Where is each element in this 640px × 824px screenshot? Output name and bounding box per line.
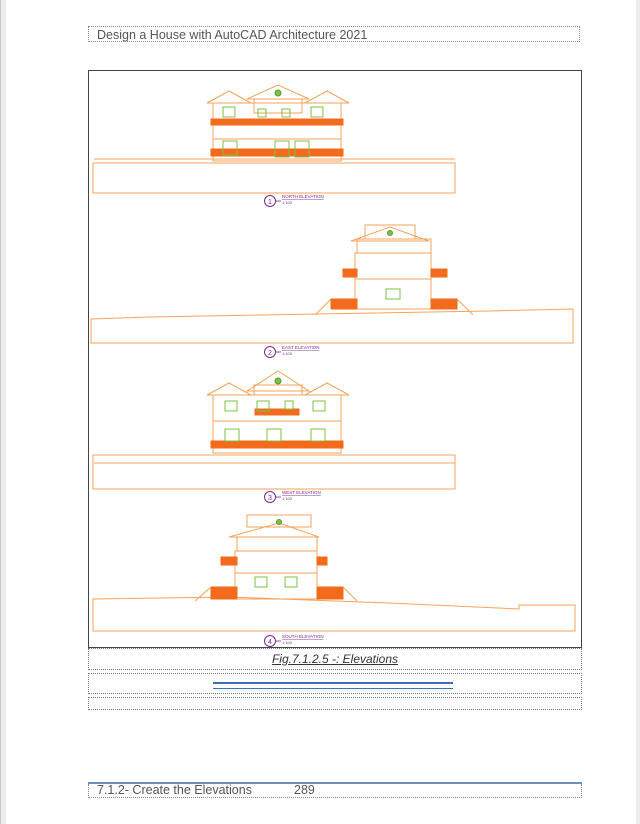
header-title: Design a House with AutoCAD Architecture… <box>97 28 368 42</box>
elevation-number: 1 <box>268 199 272 206</box>
elevation-number: 4 <box>268 639 272 646</box>
page-number: 289 <box>294 783 315 797</box>
separator-row <box>88 673 582 694</box>
elevation-label-4: 4 SOUTH ELEVATION 1:100 <box>264 634 324 647</box>
figure-caption-row: Fig.7.1.2.5 -: Elevations <box>88 648 582 670</box>
elevation-label-2: 2 EAST ELEVATION 1:100 <box>264 345 320 358</box>
south-elevation-drawing <box>92 514 576 632</box>
elevations-drawing: 1 NORTH ELEVATION 1:100 2 EAST ELEVATION… <box>90 84 576 647</box>
elevation-scale: 1:100 <box>282 496 293 501</box>
footer-section-title: 7.1.2- Create the Elevations <box>97 783 252 797</box>
elevation-scale: 1:100 <box>282 351 293 356</box>
empty-table-row <box>88 697 582 710</box>
elevation-name: NORTH ELEVATION <box>282 194 324 199</box>
elevations-figure: 1 NORTH ELEVATION 1:100 2 EAST ELEVATION… <box>88 70 582 648</box>
elevation-number: 2 <box>268 350 272 357</box>
page-footer: 7.1.2- Create the Elevations 289 <box>88 783 582 798</box>
elevation-name: EAST ELEVATION <box>282 345 320 350</box>
elevation-label-3: 3 WEST ELEVATION 1:100 <box>264 490 321 503</box>
west-elevation-drawing <box>92 370 456 490</box>
viewer-edge <box>0 0 1 824</box>
double-rule <box>213 682 453 689</box>
east-elevation-drawing <box>90 224 574 344</box>
footer-rule <box>88 782 582 784</box>
page-header: Design a House with AutoCAD Architecture… <box>88 26 580 42</box>
elevation-scale: 1:100 <box>282 640 293 645</box>
figure-caption: Fig.7.1.2.5 -: Elevations <box>271 652 399 666</box>
elevation-name: SOUTH ELEVATION <box>282 634 324 639</box>
header-rule <box>88 41 580 42</box>
elevation-name: WEST ELEVATION <box>282 490 321 495</box>
elevation-scale: 1:100 <box>282 200 293 205</box>
north-elevation-drawing <box>92 84 456 194</box>
elevation-label-1: 1 NORTH ELEVATION 1:100 <box>264 194 324 207</box>
elevation-number: 3 <box>268 495 272 502</box>
